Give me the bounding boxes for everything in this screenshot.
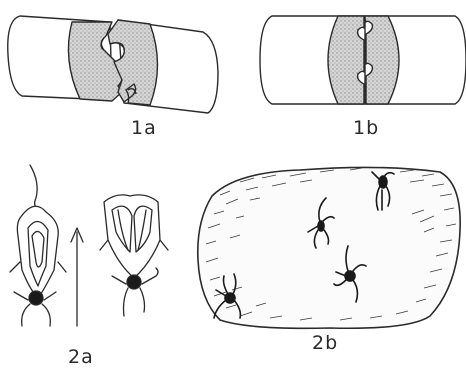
organism-2a-left: [10, 165, 66, 326]
diagram-1a: [8, 16, 218, 113]
label-2a: 2a: [68, 348, 94, 367]
diagram-2a: [10, 165, 168, 326]
diagram-1b: [260, 16, 466, 104]
arrow-2a: [71, 228, 83, 326]
organism-2a-right: [100, 195, 168, 316]
membrane-1b-left: [328, 16, 364, 104]
label-1a: 1a: [131, 119, 157, 138]
diagram-2b: [198, 167, 460, 328]
label-2b: 2b: [312, 334, 338, 353]
label-1b: 1b: [353, 119, 379, 138]
